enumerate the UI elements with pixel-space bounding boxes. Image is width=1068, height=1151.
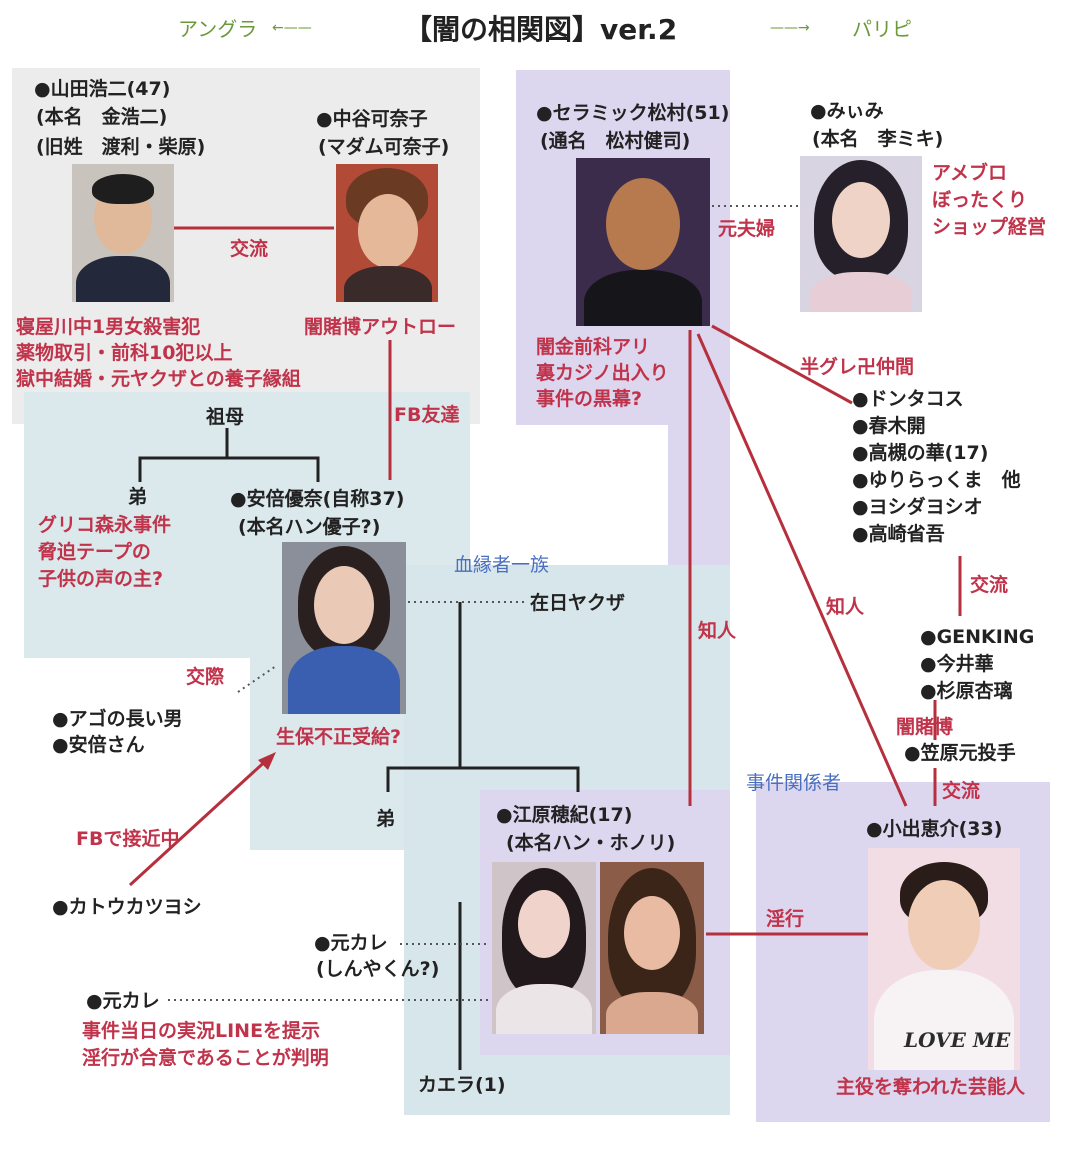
yamada-note-3: 獄中結婚・元ヤクザとの養子縁組	[16, 368, 301, 390]
page-title: 【闇の相関図】ver.2	[404, 13, 678, 46]
ex2-name: ●元カレ	[86, 990, 160, 1012]
ago-line-1: ●アゴの長い男	[52, 708, 183, 730]
header-right-label: パリピ	[852, 17, 912, 41]
yamada-name: ●山田浩二(47)	[34, 78, 171, 100]
nakatani-photo	[336, 164, 438, 302]
relation-fb-friend: FB友達	[394, 404, 460, 426]
abe-note: 生保不正受給?	[276, 726, 402, 748]
yamada-note-1: 寝屋川中1男女殺害犯	[16, 316, 201, 338]
label-grandmother: 祖母	[206, 406, 245, 428]
ceramic-photo	[576, 158, 710, 326]
header-left-label: アングラ	[178, 17, 258, 41]
brother-1-note-1: グリコ森永事件	[38, 514, 172, 536]
miimi-note-1: アメブロ	[932, 162, 1008, 184]
ehara-alias: (本名ハン・ホノリ)	[506, 832, 676, 854]
ex1-line-2: (しんやくん?)	[316, 958, 440, 980]
relation-chijin-2: 知人	[826, 596, 865, 618]
relation-kousai: 交際	[186, 666, 225, 688]
ex2-note-1: 事件当日の実況LINEを提示	[82, 1020, 321, 1042]
hangure-title: 半グレ卍仲間	[800, 356, 915, 378]
brother-1-note-3: 子供の声の主?	[38, 568, 164, 590]
ceramic-alias: (通名 松村健司)	[540, 130, 691, 152]
hangure-member-5: ●ヨシダヨシオ	[852, 496, 983, 518]
hangure-member-1: ●ドンタコス	[852, 388, 964, 410]
relation-kouryu-1: 交流	[230, 238, 269, 260]
miimi-note-3: ショップ経営	[932, 216, 1047, 238]
label-blood-relatives: 血縁者一族	[454, 554, 550, 576]
ex1-line-1: ●元カレ	[314, 932, 388, 954]
miimi-alias: (本名 李ミキ)	[812, 128, 944, 150]
relation-chijin-1: 知人	[698, 620, 737, 642]
kasahara-name: ●笠原元投手	[904, 742, 1016, 764]
koide-name: ●小出恵介(33)	[866, 818, 1003, 840]
ehara-photo-1	[492, 862, 596, 1034]
line-katou-abe	[128, 755, 272, 887]
miimi-photo	[800, 156, 922, 312]
abe-photo	[282, 542, 406, 714]
yamada-note-2: 薬物取引・前科10犯以上	[16, 342, 233, 364]
nakatani-note: 闇賭博アウトロー	[304, 316, 457, 338]
hangure-member-6: ●高崎省吾	[852, 523, 945, 545]
label-kaera: カエラ(1)	[418, 1074, 506, 1096]
abe-alias: (本名ハン優子?)	[238, 516, 381, 538]
koide-shirt-text: LOVE ME	[904, 1028, 1011, 1052]
relation-motofufu: 元夫婦	[718, 218, 776, 240]
yamada-photo	[72, 164, 174, 302]
ehara-name: ●江原穂紀(17)	[496, 804, 633, 826]
label-zainichi: 在日ヤクザ	[530, 592, 626, 614]
nakatani-alias: (マダム可奈子)	[318, 136, 450, 158]
ceramic-note-3: 事件の黒幕?	[536, 388, 643, 410]
yamada-alias-1: (本名 金浩二)	[36, 106, 168, 128]
brother-1-note-2: 脅迫テープの	[38, 541, 151, 563]
koide-note: 主役を奪われた芸能人	[836, 1076, 1026, 1098]
label-brother-1: 弟	[128, 486, 148, 508]
abe-name: ●安倍優奈(自称37)	[230, 488, 405, 510]
relation-fb-approach: FBで接近中	[76, 828, 180, 850]
miimi-note-2: ぼったくり	[932, 189, 1028, 211]
miimi-name: ●みぃみ	[810, 100, 884, 122]
nakatani-name: ●中谷可奈子	[316, 108, 428, 130]
ehara-photo-2	[600, 862, 704, 1034]
hangure-member-2: ●春木開	[852, 415, 926, 437]
header-left-arrow: ←——	[272, 20, 312, 36]
ceramic-note-1: 闇金前科アリ	[536, 336, 651, 358]
koide-photo: LOVE ME	[868, 848, 1020, 1070]
ex2-note-2: 淫行が合意であることが判明	[82, 1047, 329, 1069]
yamada-alias-2: (旧姓 渡利・柴原)	[36, 136, 206, 158]
ago-line-2: ●安倍さん	[52, 734, 145, 756]
relation-yamitobaku: 闇賭博	[896, 716, 954, 738]
genking-member-3: ●杉原杏璃	[920, 680, 1013, 702]
relation-kouryu-3: 交流	[942, 780, 981, 802]
hangure-member-3: ●高槻の華(17)	[852, 442, 989, 464]
ceramic-note-2: 裏カジノ出入り	[536, 362, 669, 384]
label-jiken: 事件関係者	[746, 772, 842, 794]
relation-kouryu-2: 交流	[970, 574, 1009, 596]
ceramic-name: ●セラミック松村(51)	[536, 102, 730, 124]
hangure-member-4: ●ゆりらっくま 他	[852, 469, 1021, 491]
genking-member-2: ●今井華	[920, 653, 994, 675]
genking-member-1: ●GENKING	[920, 626, 1035, 648]
katou-name: ●カトウカツヨシ	[52, 896, 202, 918]
header-right-arrow: ——→	[770, 20, 810, 36]
relation-inkou: 淫行	[766, 908, 805, 930]
label-brother-2: 弟	[376, 808, 396, 830]
